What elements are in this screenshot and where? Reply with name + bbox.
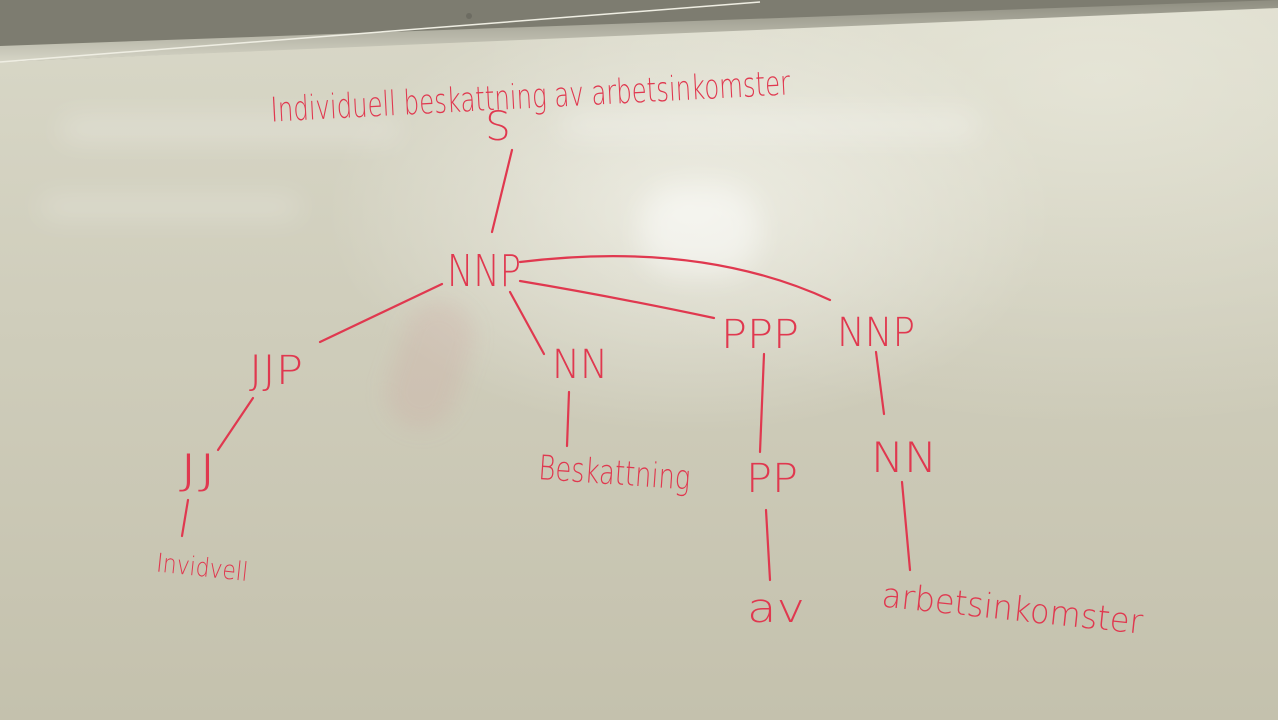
edge-nnp2-nn2 xyxy=(874,350,886,416)
node-nnp-2: NNP xyxy=(837,310,915,356)
word-arbetsinkomster: arbetsinkomster xyxy=(880,576,1145,643)
light-reflection xyxy=(560,112,980,138)
word-av: av xyxy=(747,586,805,632)
light-reflection xyxy=(40,198,300,216)
edge-nn2-word xyxy=(900,480,912,572)
node-jjp: JJP xyxy=(249,348,303,394)
edge-s-nnp xyxy=(490,148,514,234)
edge-nnp-nn xyxy=(508,290,546,356)
edge-nnp-ppp xyxy=(518,279,716,320)
edge-nnp-jjp xyxy=(318,282,444,344)
edge-jj-word xyxy=(180,498,190,538)
word-beskattning: Beskattning xyxy=(537,448,691,499)
heading-sentence: Individuell beskattning av arbetsinkomst… xyxy=(270,63,791,130)
node-pp: PP xyxy=(746,456,798,502)
edge-ppp-pp xyxy=(758,352,766,454)
node-jj: JJ xyxy=(179,445,217,494)
edge-pp-word xyxy=(764,508,772,582)
node-nn-1: NN xyxy=(552,342,608,388)
tree-edges xyxy=(180,148,912,582)
light-reflection xyxy=(60,118,400,140)
edge-jjp-jj xyxy=(216,396,255,452)
whiteboard-frame xyxy=(0,0,1278,70)
node-nnp-root: NNP xyxy=(447,246,521,297)
node-s: S xyxy=(485,104,510,150)
node-nn-2: NN xyxy=(871,433,937,482)
edge-nn-word xyxy=(565,390,571,448)
edge-nnp-nnp2 xyxy=(518,255,832,302)
word-individuell: Invidvell xyxy=(155,548,250,587)
node-ppp: PPP xyxy=(721,312,799,358)
light-reflection xyxy=(640,185,760,275)
